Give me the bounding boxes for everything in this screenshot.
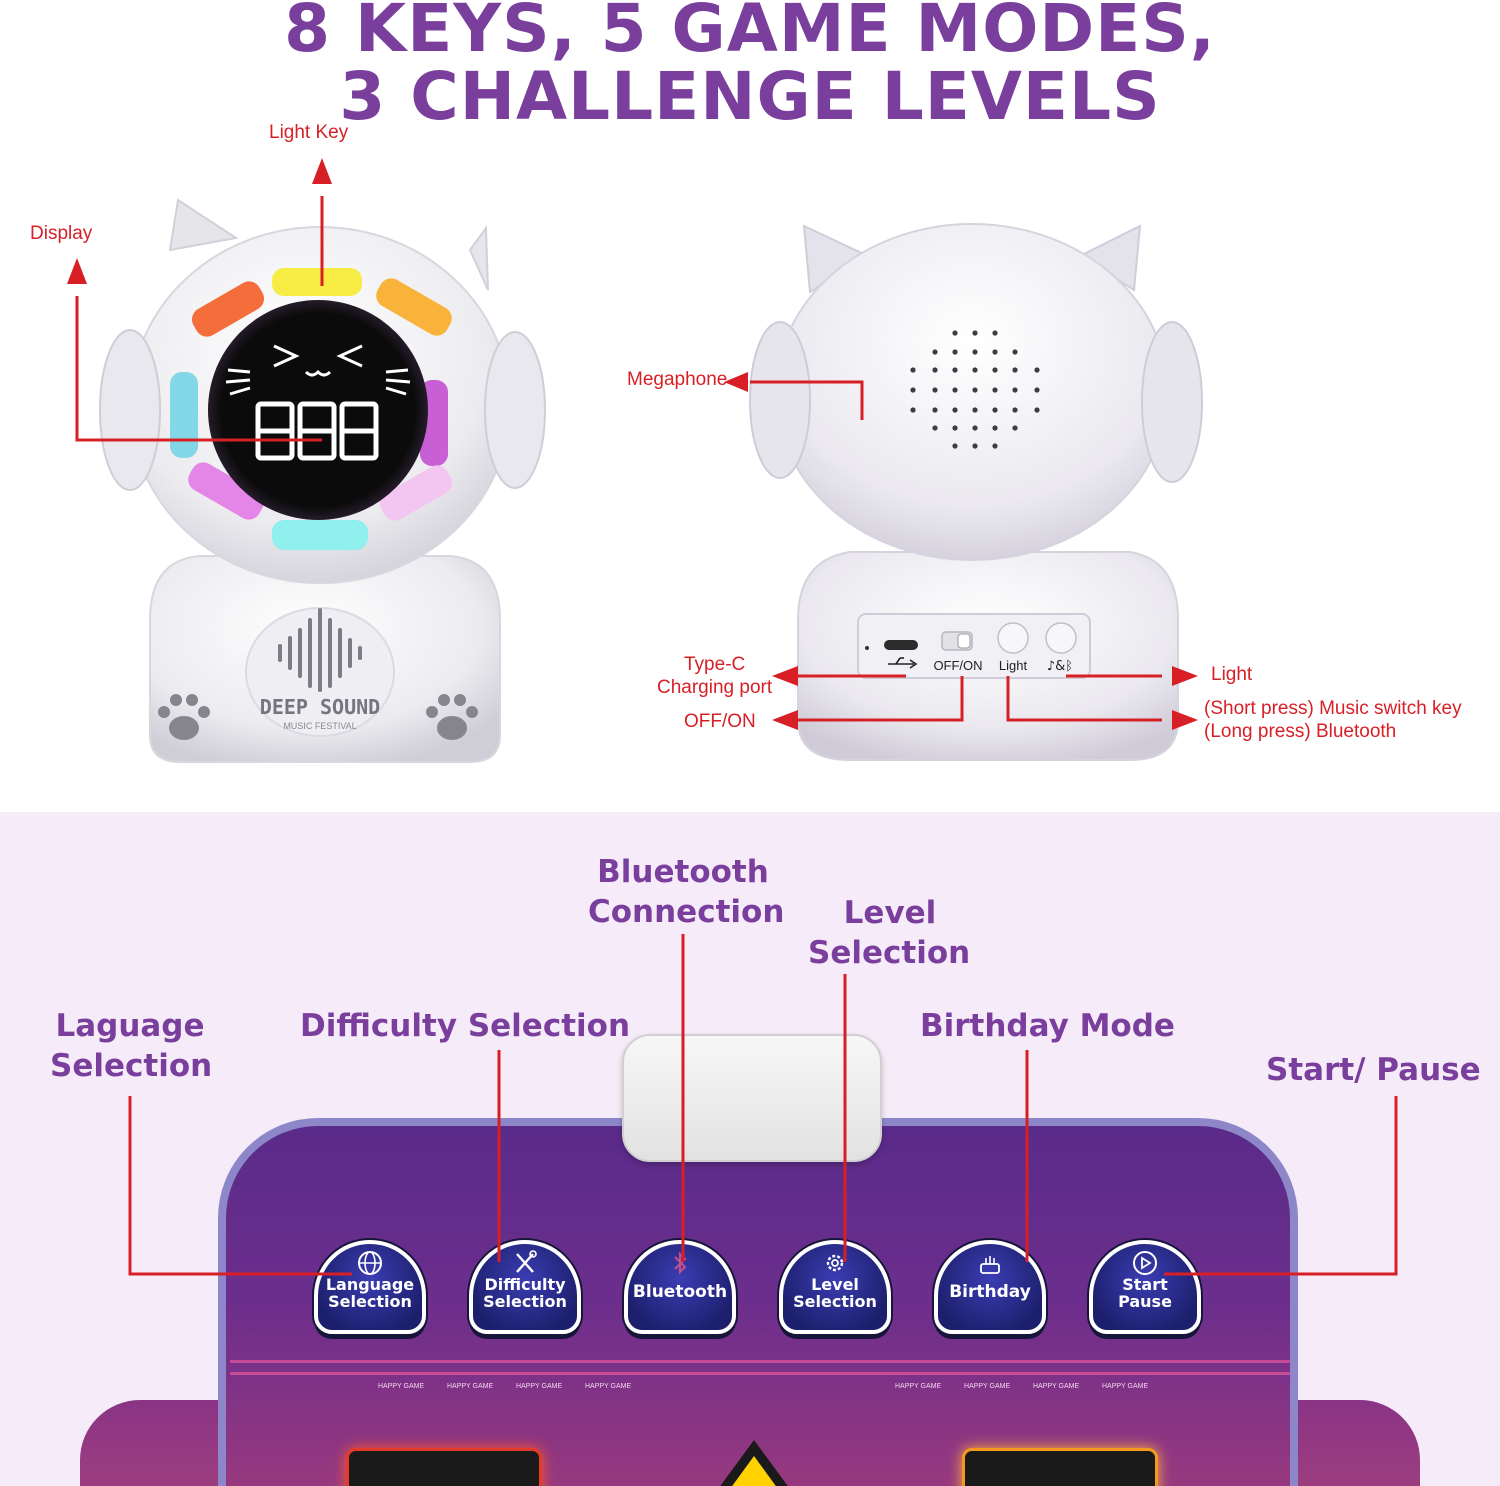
back-head bbox=[775, 223, 1169, 561]
left-paw-icon bbox=[158, 694, 210, 740]
button-label: Birthday bbox=[949, 1282, 1031, 1302]
off-on-arrow-icon bbox=[772, 710, 798, 730]
mat-stripe bbox=[230, 1360, 1290, 1363]
type-c-arrow-icon bbox=[772, 666, 798, 686]
button-label: Selection bbox=[483, 1292, 567, 1311]
soundwave-icon bbox=[278, 608, 362, 692]
mat-small-text: HAPPY GAME bbox=[964, 1383, 1011, 1390]
speaker-grille bbox=[910, 330, 1040, 449]
display-face bbox=[225, 344, 411, 396]
music-bluetooth-button[interactable] bbox=[1045, 622, 1077, 654]
music-key-arrow-icon bbox=[1172, 710, 1198, 730]
bluetooth-button[interactable]: Bluetooth bbox=[624, 1240, 736, 1334]
display-arrow-icon bbox=[67, 258, 87, 284]
button-label: Language bbox=[325, 1275, 415, 1294]
mat-stripe bbox=[230, 1372, 1290, 1375]
light-key-arrow-icon bbox=[312, 158, 332, 184]
light-arrow-icon bbox=[1172, 666, 1198, 686]
right-ear bbox=[468, 225, 489, 291]
difficulty-selection-button[interactable]: Difficulty Selection bbox=[469, 1240, 581, 1334]
birthday-button[interactable]: Birthday bbox=[934, 1240, 1046, 1334]
mat-small-text: HAPPY GAME bbox=[1102, 1383, 1149, 1390]
callout-long-press: (Long press) Bluetooth bbox=[1204, 721, 1397, 742]
right-earpiece bbox=[484, 331, 546, 489]
button-label: Bluetooth bbox=[632, 1282, 728, 1302]
button-label: Pause bbox=[1118, 1292, 1172, 1311]
label-level-line1: Level bbox=[843, 895, 937, 931]
back-speaker: OFF/ON Light ♪&ᛒ bbox=[749, 223, 1203, 761]
belly-sub-text: MUSIC FESTIVAL bbox=[283, 721, 356, 731]
back-callout-lines bbox=[750, 380, 1162, 722]
type-c-port bbox=[884, 640, 918, 650]
label-language-line1: Laguage bbox=[55, 1008, 205, 1044]
callout-megaphone: Megaphone bbox=[627, 369, 728, 390]
belly-brand-text: DEEP SOUND bbox=[260, 695, 380, 719]
mat-small-text: HAPPY GAME bbox=[895, 1383, 942, 1390]
display-digits bbox=[255, 401, 379, 461]
label-bluetooth-line1: Bluetooth bbox=[597, 854, 769, 890]
button-label: Selection bbox=[328, 1292, 412, 1311]
front-callout-lines bbox=[75, 196, 324, 442]
mat-small-text: HAPPY GAME bbox=[378, 1383, 425, 1390]
label-birthday: Birthday Mode bbox=[920, 1008, 1175, 1044]
callout-type-c-line2: Charging port bbox=[657, 677, 773, 698]
button-label: Start bbox=[1122, 1275, 1168, 1294]
mat-small-text: HAPPY GAME bbox=[516, 1383, 563, 1390]
label-language-line2: Selection bbox=[50, 1048, 213, 1084]
port-panel bbox=[857, 613, 1091, 679]
level-selection-button[interactable]: Level Selection bbox=[779, 1240, 891, 1334]
right-paw-icon bbox=[426, 694, 478, 740]
usb-icon bbox=[888, 657, 918, 669]
cake-icon bbox=[980, 1256, 1000, 1274]
product-illustration: DEEP SOUND MUSIC FESTIVAL bbox=[67, 158, 1203, 763]
mat-small-text: HAPPY GAME bbox=[585, 1383, 632, 1390]
mat-small-text: HAPPY GAME bbox=[1033, 1383, 1080, 1390]
left-score-screen bbox=[346, 1448, 542, 1486]
headline-line-2: 3 CHALLENGE LEVELS bbox=[339, 58, 1161, 135]
port-label-music-bluetooth: ♪&ᛒ bbox=[1047, 659, 1073, 674]
port-label-off-on: OFF/ON bbox=[933, 658, 982, 673]
start-pause-button[interactable]: Start Pause bbox=[1089, 1240, 1201, 1334]
callout-display: Display bbox=[30, 223, 93, 244]
button-label: Difficulty bbox=[484, 1275, 566, 1294]
gear-icon bbox=[826, 1254, 844, 1272]
front-display bbox=[208, 300, 428, 520]
callout-short-press: (Short press) Music switch key bbox=[1204, 698, 1462, 719]
left-ear bbox=[168, 198, 239, 252]
back-right-earpiece bbox=[1141, 321, 1203, 483]
led-ring bbox=[170, 268, 453, 550]
button-label: Level bbox=[811, 1275, 859, 1294]
callout-off-on: OFF/ON bbox=[684, 711, 756, 732]
tools-icon bbox=[516, 1250, 537, 1273]
warning-icon-fill bbox=[722, 1456, 786, 1486]
megaphone-arrow-icon bbox=[724, 372, 748, 392]
callout-light-key: Light Key bbox=[269, 122, 349, 143]
bluetooth-icon bbox=[674, 1251, 687, 1275]
label-bluetooth-line2: Connection bbox=[588, 894, 785, 930]
callout-type-c-line1: Type-C bbox=[684, 654, 746, 675]
port-label-light: Light bbox=[999, 658, 1028, 673]
globe-icon bbox=[358, 1251, 382, 1275]
front-speaker: DEEP SOUND MUSIC FESTIVAL bbox=[99, 198, 546, 763]
callout-light: Light bbox=[1211, 664, 1253, 685]
play-icon bbox=[1133, 1251, 1157, 1275]
label-difficulty: Difficulty Selection bbox=[300, 1008, 631, 1044]
label-start-pause: Start/ Pause bbox=[1266, 1052, 1481, 1088]
mat-small-text: HAPPY GAME bbox=[447, 1383, 494, 1390]
back-left-earpiece bbox=[749, 321, 811, 479]
label-level-line2: Selection bbox=[808, 935, 971, 971]
left-earpiece bbox=[99, 329, 161, 491]
headline-line-1: 8 KEYS, 5 GAME MODES, bbox=[284, 0, 1216, 67]
mat-handle bbox=[622, 1034, 882, 1162]
button-label: Selection bbox=[793, 1292, 877, 1311]
light-button[interactable] bbox=[997, 622, 1029, 654]
right-score-screen bbox=[962, 1448, 1158, 1486]
